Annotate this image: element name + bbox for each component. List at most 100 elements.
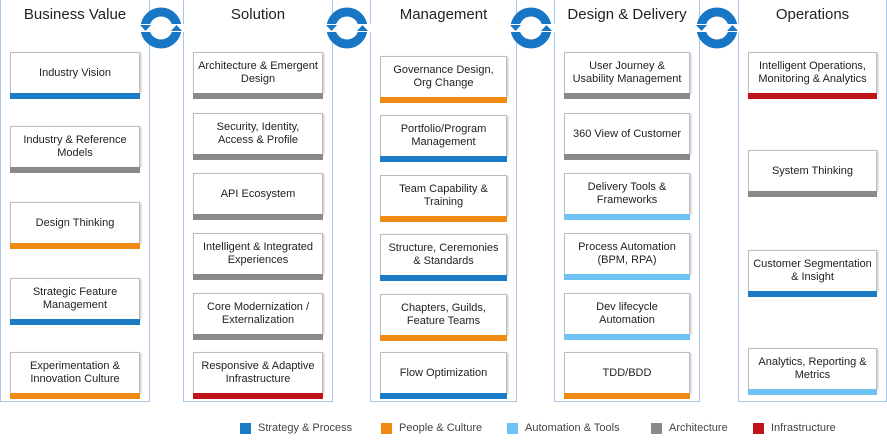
card-label: Architecture & Emergent Design — [198, 60, 318, 85]
legend-label: Strategy & Process — [258, 422, 353, 434]
column-title: Operations — [775, 6, 850, 23]
column-title: Business Value — [23, 6, 127, 23]
category-bar — [193, 154, 323, 160]
column-title: Management — [399, 6, 488, 23]
legend-swatch — [753, 422, 764, 434]
card-label: Core Modernization / Externalization — [206, 301, 310, 326]
category-bar — [380, 275, 507, 281]
card: Chapters, Guilds, Feature Teams — [380, 294, 507, 341]
card: Dev lifecycle Automation — [564, 293, 690, 340]
category-bar — [380, 97, 507, 103]
card: TDD/BDD — [564, 352, 690, 399]
card: Intelligent & Integrated Experiences — [193, 233, 323, 280]
legend-label: Automation & Tools — [525, 422, 620, 434]
card: Security, Identity, Access & Profile — [193, 113, 323, 160]
legend-item-infrastructure: Infrastructure — [753, 422, 836, 434]
card: Portfolio/Program Management — [380, 115, 507, 162]
category-bar — [748, 191, 877, 197]
category-bar — [10, 167, 140, 173]
card-label: Governance Design, Org Change — [393, 64, 494, 89]
legend-item-people: People & Culture — [381, 422, 482, 434]
card: Industry & Reference Models — [10, 126, 140, 173]
legend: Strategy & Process People & Culture Auto… — [0, 422, 887, 442]
category-bar — [193, 393, 323, 399]
column-title: Solution — [230, 6, 286, 23]
card: Team Capability & Training — [380, 175, 507, 222]
card: Structure, Ceremonies & Standards — [380, 234, 507, 281]
card: Delivery Tools & Frameworks — [564, 173, 690, 220]
category-bar — [10, 243, 140, 249]
card-label: Customer Segmentation & Insight — [753, 258, 872, 283]
card: Design Thinking — [10, 202, 140, 249]
card-label: Team Capability & Training — [399, 183, 488, 208]
card: API Ecosystem — [193, 173, 323, 220]
category-bar — [748, 389, 877, 395]
card: Strategic Feature Management — [10, 278, 140, 325]
column-design-delivery: Design & Delivery User Journey & Usabili… — [554, 0, 700, 402]
card: Core Modernization / Externalization — [193, 293, 323, 340]
legend-swatch — [507, 422, 518, 434]
card: Architecture & Emergent Design — [193, 52, 323, 99]
card-label: Structure, Ceremonies & Standards — [388, 242, 499, 267]
category-bar — [564, 214, 690, 220]
card-label: API Ecosystem — [220, 187, 296, 200]
card: Flow Optimization — [380, 352, 507, 399]
card: Intelligent Operations, Monitoring & Ana… — [748, 52, 877, 99]
cycle-arrows-icon — [323, 7, 371, 49]
category-bar — [380, 156, 507, 162]
category-bar — [564, 274, 690, 280]
cycle-arrows-icon — [693, 7, 741, 49]
category-bar — [564, 334, 690, 340]
card-label: Flow Optimization — [399, 366, 488, 379]
category-bar — [380, 393, 507, 399]
card: Process Automation (BPM, RPA) — [564, 233, 690, 280]
category-bar — [564, 93, 690, 99]
card-label: System Thinking — [771, 164, 854, 177]
category-bar — [193, 93, 323, 99]
card-label: Portfolio/Program Management — [400, 123, 487, 148]
card-label: Design Thinking — [35, 216, 115, 229]
category-bar — [380, 335, 507, 341]
legend-item-automation: Automation & Tools — [507, 422, 620, 434]
category-bar — [564, 154, 690, 160]
cycle-arrows-icon — [507, 7, 555, 49]
card-label: User Journey & Usability Management — [572, 60, 682, 85]
cycle-arrows-icon — [137, 7, 185, 49]
category-bar — [193, 274, 323, 280]
card: User Journey & Usability Management — [564, 52, 690, 99]
column-management: Management Governance Design, Org Change… — [370, 0, 517, 402]
column-operations: Operations Intelligent Operations, Monit… — [738, 0, 887, 402]
card-label: Intelligent Operations, Monitoring & Ana… — [758, 60, 867, 85]
card-label: Industry Vision — [39, 66, 111, 79]
card: Governance Design, Org Change — [380, 56, 507, 103]
card-label: Experimentation & Innovation Culture — [30, 360, 120, 385]
legend-swatch — [651, 422, 662, 434]
legend-label: Infrastructure — [771, 422, 836, 434]
card-label: Analytics, Reporting & Metrics — [758, 356, 867, 381]
legend-label: People & Culture — [399, 422, 483, 434]
card: 360 View of Customer — [564, 113, 690, 160]
card-label: Process Automation (BPM, RPA) — [578, 241, 676, 266]
card: Experimentation & Innovation Culture — [10, 352, 140, 399]
card-label: TDD/BDD — [602, 366, 652, 379]
category-bar — [10, 393, 140, 399]
card-label: Chapters, Guilds, Feature Teams — [401, 302, 486, 327]
category-bar — [564, 393, 690, 399]
card-label: Intelligent & Integrated Experiences — [202, 241, 314, 266]
category-bar — [748, 93, 877, 99]
card-label: Dev lifecycle Automation — [596, 301, 658, 326]
card-label: Industry & Reference Models — [23, 134, 127, 159]
card: Industry Vision — [10, 52, 140, 99]
card: Customer Segmentation & Insight — [748, 250, 877, 297]
card-label: Delivery Tools & Frameworks — [587, 181, 667, 206]
category-bar — [380, 216, 507, 222]
legend-swatch — [381, 422, 392, 434]
category-bar — [10, 319, 140, 325]
card: System Thinking — [748, 150, 877, 197]
card-label: Responsive & Adaptive Infrastructure — [201, 360, 315, 385]
column-title: Design & Delivery — [567, 6, 687, 23]
category-bar — [193, 334, 323, 340]
card-label: Strategic Feature Management — [32, 286, 118, 311]
